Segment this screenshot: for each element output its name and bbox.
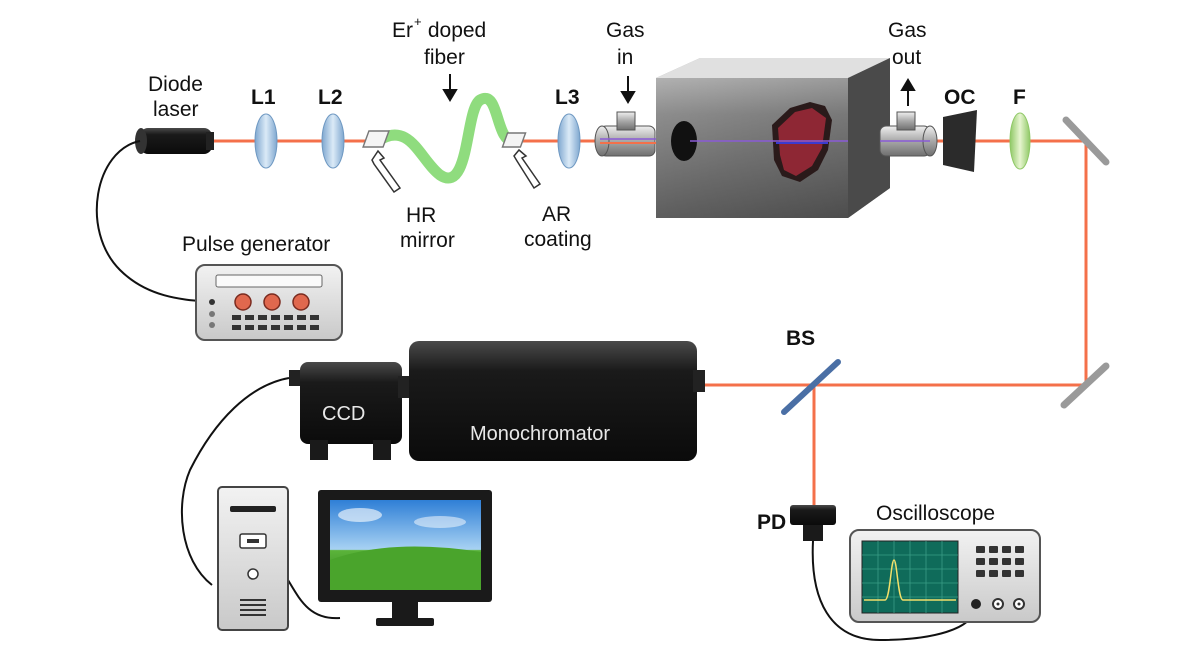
oscilloscope <box>849 529 1041 623</box>
gas-out-arrow <box>900 78 916 106</box>
output-coupler <box>943 110 977 172</box>
cable-computer-to-monitor <box>287 579 341 620</box>
gas-out-label-1: Gas <box>888 19 927 42</box>
photodetector-label: PD <box>757 511 786 534</box>
ccd-camera <box>289 362 412 460</box>
gas-in-label-1: Gas <box>606 19 645 42</box>
er-doped-fiber <box>372 93 521 184</box>
ar-coating-arrow <box>513 148 542 190</box>
hr-mirror-label-2: mirror <box>400 229 455 252</box>
beam-splitter-label: BS <box>786 327 815 350</box>
hr-mirror-arrow <box>371 149 402 194</box>
output-coupler-label: OC <box>944 86 976 109</box>
lens-l2 <box>321 113 345 169</box>
photodetector <box>790 505 836 541</box>
hr-mirror <box>362 130 390 148</box>
pulse-generator <box>195 264 343 341</box>
ar-coating-label-1: AR <box>542 203 571 226</box>
filter-f-label: F <box>1013 86 1026 109</box>
monitor-icon <box>318 490 492 626</box>
diode-laser <box>135 128 214 154</box>
fiber-arrow <box>442 74 458 102</box>
monochromator-label: Monochromator <box>470 423 610 445</box>
ar-coating-label-2: coating <box>524 228 592 251</box>
steering-mirror-bottom <box>1060 362 1110 409</box>
lens-l1 <box>254 113 278 169</box>
cable-pd-to-oscilloscope <box>811 540 976 642</box>
oscilloscope-trace <box>864 559 956 601</box>
gas-out-label-2: out <box>892 46 921 69</box>
fiber-label-er: Er <box>392 19 413 42</box>
steering-mirror-top <box>1062 116 1110 166</box>
ar-coating <box>501 132 527 148</box>
diode-laser-label-1: Diode <box>148 73 203 96</box>
pulse-generator-label: Pulse generator <box>182 233 330 256</box>
gas-in-arrow <box>620 76 636 104</box>
fiber-label-2: fiber <box>424 46 465 69</box>
cable-ccd-to-computer <box>180 377 290 586</box>
cable-diode-to-pulse-generator <box>95 140 213 303</box>
beam-splitter <box>781 359 841 415</box>
fiber-label-doped: doped <box>422 19 486 42</box>
computer-tower-icon <box>217 486 289 631</box>
fiber-label-sup: + <box>414 14 422 29</box>
lens-l3 <box>557 113 581 169</box>
diode-laser-label-2: laser <box>153 98 199 121</box>
ccd-label: CCD <box>322 403 365 425</box>
oscilloscope-label: Oscilloscope <box>876 502 995 525</box>
gas-cell-chamber <box>656 58 890 218</box>
lens-l2-label: L2 <box>318 86 343 109</box>
gas-out-valve <box>879 111 938 157</box>
hr-mirror-label-1: HR <box>406 204 436 227</box>
lens-l3-label: L3 <box>555 86 580 109</box>
lens-l1-label: L1 <box>251 86 276 109</box>
gas-in-valve <box>594 111 660 157</box>
gas-in-label-2: in <box>617 46 633 69</box>
monochromator <box>409 341 705 461</box>
filter-f <box>1009 112 1031 170</box>
